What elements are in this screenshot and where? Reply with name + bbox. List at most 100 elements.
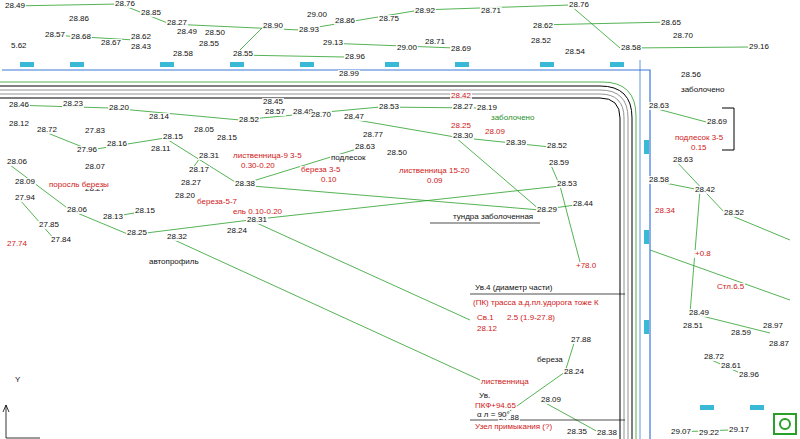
spot-height: 28.38 bbox=[596, 429, 618, 437]
map-note: заболочено bbox=[680, 86, 726, 94]
leader-line bbox=[470, 294, 625, 295]
spot-height: 28.13 bbox=[102, 213, 124, 221]
spot-height: 29.00 bbox=[306, 11, 328, 19]
spot-height: 28.12 bbox=[476, 325, 498, 333]
spot-height: 28.24 bbox=[226, 227, 248, 235]
spot-height: 28.11 bbox=[150, 145, 171, 153]
spot-height: 28.76 bbox=[568, 1, 590, 9]
spot-height: 28.30 bbox=[452, 132, 474, 140]
map-note: Св.1 bbox=[476, 314, 495, 322]
spot-height: 27.83 bbox=[84, 127, 106, 135]
spot-height: 28.09 bbox=[484, 128, 506, 136]
map-note: Ув. bbox=[478, 392, 491, 400]
spot-height: 28.38 bbox=[234, 180, 256, 188]
spot-height: 28.15 bbox=[162, 133, 184, 141]
spot-height: 28.56 bbox=[680, 71, 702, 79]
spot-height: 28.65 bbox=[660, 19, 682, 27]
spot-height: 28.35 bbox=[566, 428, 588, 436]
spot-height: 28.52 bbox=[238, 116, 260, 124]
spot-height: 28.92 bbox=[414, 7, 436, 15]
spot-height: +0.8 bbox=[694, 250, 712, 258]
spot-height: 28.62 bbox=[532, 22, 554, 30]
spot-height: 28.50 bbox=[386, 149, 408, 157]
spot-height: 27.88 bbox=[570, 336, 592, 344]
spot-height: 28.61 bbox=[720, 362, 742, 370]
spot-height: 28.16 bbox=[106, 140, 128, 148]
spot-height: 28.57 bbox=[44, 31, 66, 39]
map-note: Ув.4 (диаметр части) bbox=[474, 284, 553, 292]
map-note: заболочено bbox=[490, 114, 536, 122]
map-note: поросль березы bbox=[48, 181, 110, 189]
spot-height: 28.53 bbox=[556, 180, 578, 188]
spot-height: 28.99 bbox=[338, 70, 360, 78]
spot-height: 29.07 bbox=[670, 428, 692, 436]
map-note: Y bbox=[14, 376, 21, 384]
spot-height: 28.27 bbox=[452, 103, 474, 111]
spot-height: 28.63 bbox=[648, 102, 670, 110]
spot-height: 28.49 bbox=[688, 309, 710, 317]
spot-height: 28.34 bbox=[654, 207, 676, 215]
map-note: лиственница-9 3-5 bbox=[232, 152, 303, 160]
spot-height: 28.39 bbox=[505, 139, 527, 147]
spot-height: 28.25 bbox=[450, 122, 472, 130]
spot-height: 28.14 bbox=[148, 113, 170, 121]
spot-height: 28.29 bbox=[536, 206, 558, 214]
spot-height: 28.72 bbox=[36, 126, 58, 134]
spot-height: 28.63 bbox=[672, 156, 694, 164]
spot-height: 28.52 bbox=[530, 37, 552, 45]
spot-height: 28.19 bbox=[476, 104, 498, 112]
spot-height: 28.09 bbox=[14, 178, 36, 186]
spot-height: 28.86 bbox=[334, 17, 356, 25]
map-note: лиственница bbox=[480, 378, 530, 386]
spot-height: 28.42 bbox=[694, 186, 716, 194]
map-note: береза-5-7 bbox=[196, 198, 238, 206]
spot-height: 28.46 bbox=[8, 101, 30, 109]
spot-height: 28.09 bbox=[540, 396, 562, 404]
spot-height: 28.70 bbox=[672, 32, 694, 40]
spot-height: 28.49 bbox=[176, 28, 198, 36]
spot-height: 29.00 bbox=[396, 44, 418, 52]
spot-height: 28.59 bbox=[548, 159, 570, 167]
spot-height: 28.52 bbox=[546, 142, 568, 150]
spot-height: 28.49 bbox=[4, 2, 26, 10]
spot-height: 28.63 bbox=[354, 143, 376, 151]
map-note: тундра заболоченная bbox=[452, 213, 534, 221]
spot-height: 29.13 bbox=[322, 39, 344, 47]
spot-height: 28.55 bbox=[198, 40, 220, 48]
spot-height: 28.67 bbox=[100, 39, 122, 47]
spot-height: 28.07 bbox=[84, 163, 106, 171]
spot-height: 28.69 bbox=[706, 118, 728, 126]
spot-height: 28.31 bbox=[246, 216, 268, 224]
spot-height: 28.54 bbox=[564, 48, 586, 56]
spot-height: 28.75 bbox=[378, 15, 400, 23]
spot-height: 28.43 bbox=[130, 43, 152, 51]
spot-height: 28.96 bbox=[344, 53, 366, 61]
map-note: ПКФ+94.65 bbox=[474, 402, 517, 410]
spot-height: 0.15 bbox=[690, 144, 708, 152]
map-note: подлесок 3-5 bbox=[674, 134, 724, 142]
spot-height: 28.23 bbox=[62, 100, 84, 108]
spot-height: 28.12 bbox=[8, 120, 30, 128]
road bbox=[0, 82, 636, 439]
map-note: подлесок bbox=[330, 154, 366, 162]
spot-height: 28.58 bbox=[620, 44, 642, 52]
spot-height: 29.17 bbox=[728, 426, 750, 434]
leader-line bbox=[470, 420, 625, 421]
map-note: береза bbox=[536, 356, 564, 364]
spot-height: 27.74 bbox=[6, 240, 28, 248]
spot-height: 28.20 bbox=[108, 104, 130, 112]
spot-height: 28.15 bbox=[216, 134, 238, 142]
spot-height: 28.93 bbox=[298, 26, 320, 34]
spot-height: 0.10 bbox=[320, 176, 338, 184]
spot-height: 28.52 bbox=[723, 209, 745, 217]
pipe-support-symbols bbox=[20, 62, 764, 410]
pipeline bbox=[640, 60, 641, 439]
spot-height: 27.85 bbox=[38, 221, 60, 229]
spot-height: 28.17 bbox=[188, 166, 210, 174]
map-note: 0.30-0.20 bbox=[240, 162, 276, 170]
spot-height: 28.15 bbox=[134, 207, 156, 215]
spot-height: 28.25 bbox=[126, 229, 148, 237]
spot-height: 28.70 bbox=[310, 111, 332, 119]
spot-height: 28.42 bbox=[450, 92, 472, 100]
triangulation-grid bbox=[10, 4, 790, 433]
